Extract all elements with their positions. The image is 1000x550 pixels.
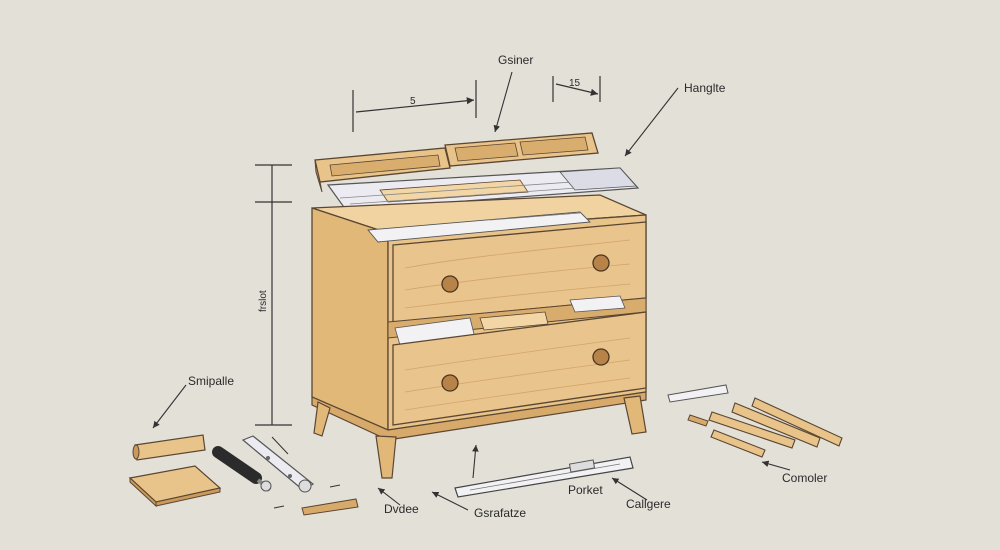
depth-dimension-label: 15 bbox=[569, 78, 581, 89]
label-left-part: Smipalle bbox=[188, 374, 234, 388]
label-top-right: Hanglte bbox=[684, 81, 726, 95]
wood-slat-1 bbox=[708, 411, 796, 449]
top-panel-right bbox=[444, 132, 599, 167]
label-bottom-3: Porket bbox=[568, 483, 603, 497]
dowel-left bbox=[132, 434, 206, 461]
lower-drawer-knob-left bbox=[441, 374, 459, 392]
wood-slat-3 bbox=[751, 397, 843, 447]
height-dimension-label: frslot bbox=[258, 290, 269, 312]
label-bottom-1: Dvdee bbox=[384, 502, 419, 516]
label-bottom-4: Callgere bbox=[626, 497, 671, 511]
wood-block bbox=[128, 465, 222, 508]
screwdriver-handle bbox=[212, 446, 272, 492]
wood-slat-2 bbox=[731, 402, 821, 448]
top-panel bbox=[314, 147, 451, 193]
metal-bracket bbox=[241, 435, 315, 493]
label-bottom-2: Gsrafatze bbox=[474, 506, 526, 520]
width-dimension bbox=[352, 80, 477, 132]
lower-drawer bbox=[392, 311, 647, 426]
drawer-rail-frame bbox=[326, 167, 640, 211]
label-right-parts: Comoler bbox=[782, 471, 827, 485]
depth-dimension bbox=[552, 76, 601, 102]
small-peg-right bbox=[687, 414, 709, 427]
width-dimension-label: 5 bbox=[410, 96, 416, 107]
metal-strip bbox=[667, 384, 729, 403]
dresser-base bbox=[311, 391, 647, 479]
small-dowel bbox=[301, 498, 359, 516]
height-dimension bbox=[255, 164, 292, 426]
wood-slat-4 bbox=[710, 429, 766, 458]
lower-drawer-knob-right bbox=[592, 348, 610, 366]
upper-drawer-knob-right bbox=[592, 254, 610, 272]
middle-drawer-opening bbox=[387, 295, 647, 346]
leader-lines bbox=[152, 71, 791, 511]
drawer-slide-rail bbox=[454, 456, 634, 498]
upper-drawer-knob-left bbox=[441, 275, 459, 293]
label-top-center: Gsiner bbox=[498, 53, 533, 67]
dash-marks-left bbox=[271, 436, 341, 509]
